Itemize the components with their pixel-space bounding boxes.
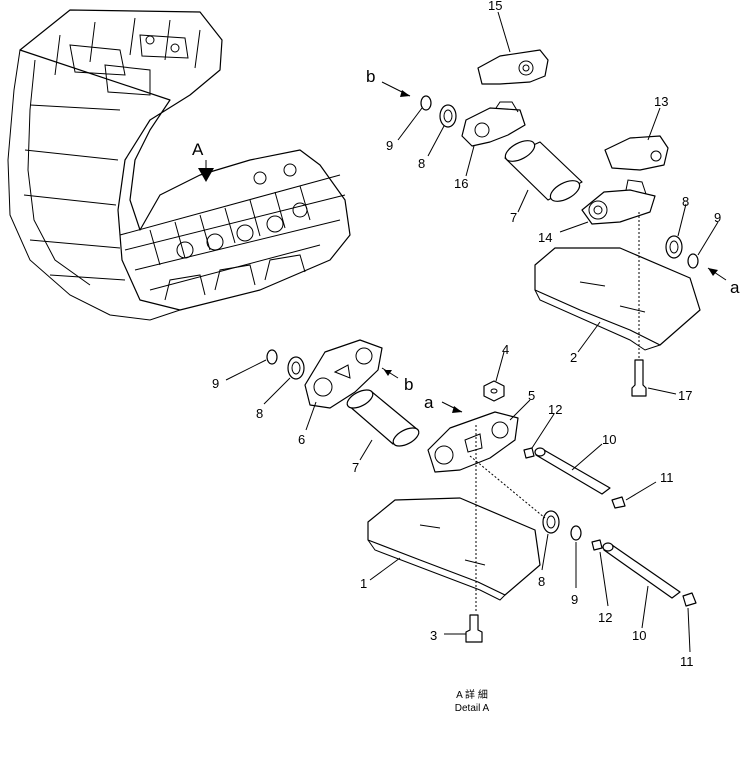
view-arrow-label: A <box>192 140 204 159</box>
part-1-shoe <box>367 497 541 596</box>
caption-line-2: Detail A <box>455 703 490 714</box>
part-11-collar <box>682 592 697 607</box>
part-9-seal <box>570 525 582 541</box>
callout-6: 6 <box>298 432 305 447</box>
ref-markers: b a b a <box>366 67 740 413</box>
callout-9: 9 <box>714 210 721 225</box>
lower-link-assembly <box>266 339 697 643</box>
part-14-link <box>581 189 656 225</box>
part-4-nut <box>483 380 505 402</box>
callout-17: 17 <box>678 388 692 403</box>
callout-12: 12 <box>598 610 612 625</box>
part-3-bolt <box>465 614 483 643</box>
part-12-collar <box>523 447 535 459</box>
callout-11: 11 <box>660 470 674 485</box>
callout-9: 9 <box>386 138 393 153</box>
part-8-bushing-seal <box>287 356 305 380</box>
callout-8: 8 <box>418 156 425 171</box>
callout-4: 4 <box>502 342 509 357</box>
part-9-seal <box>420 95 432 111</box>
part-9-seal <box>687 253 699 269</box>
callout-8: 8 <box>682 194 689 209</box>
callout-1: 1 <box>360 576 367 591</box>
part-15-cover <box>477 49 549 85</box>
callout-8: 8 <box>538 574 545 589</box>
part-16-link <box>461 107 526 147</box>
caption-line-1: A 詳 細 <box>456 688 488 701</box>
detail-caption: A 詳 細 Detail A <box>455 688 490 714</box>
callout-7: 7 <box>510 210 517 225</box>
callout-14: 14 <box>538 230 552 245</box>
callout-7: 7 <box>352 460 359 475</box>
part-10-pin <box>603 544 681 599</box>
callout-10: 10 <box>632 628 646 643</box>
part-11-collar <box>611 496 626 509</box>
part-17-bolt <box>631 359 647 397</box>
ref-b-upper: b <box>366 67 375 86</box>
leader-lines <box>225 11 719 653</box>
part-10-pin <box>535 449 611 495</box>
ref-a-lower: a <box>424 393 434 412</box>
callout-3: 3 <box>430 628 437 643</box>
ref-b-lower: b <box>404 375 413 394</box>
callout-12: 12 <box>548 402 562 417</box>
part-5-link <box>427 411 519 473</box>
callout-5: 5 <box>528 388 535 403</box>
callout-10: 10 <box>602 432 616 447</box>
ref-a-right: a <box>730 278 740 297</box>
callout-2: 2 <box>570 350 577 365</box>
part-8-bushing-seal <box>665 235 683 259</box>
callout-11: 11 <box>680 654 694 669</box>
callout-numbers: 15 13 9 8 16 7 14 8 9 2 17 4 5 9 8 6 7 1… <box>212 0 721 669</box>
callout-9: 9 <box>212 376 219 391</box>
upper-link-assembly <box>420 49 701 397</box>
callout-9: 9 <box>571 592 578 607</box>
view-arrow-icon <box>198 168 214 182</box>
part-8-bushing-seal <box>542 510 560 534</box>
part-13-cover <box>604 135 669 171</box>
part-2-shoe <box>534 247 701 346</box>
callout-8: 8 <box>256 406 263 421</box>
track-overview: A <box>7 9 351 321</box>
part-8-bushing-seal <box>439 104 457 128</box>
part-6-link <box>304 339 383 409</box>
part-9-seal <box>266 349 278 365</box>
callout-16: 16 <box>454 176 468 191</box>
part-12-collar <box>591 539 603 551</box>
callout-13: 13 <box>654 94 668 109</box>
callout-15: 15 <box>488 0 502 13</box>
